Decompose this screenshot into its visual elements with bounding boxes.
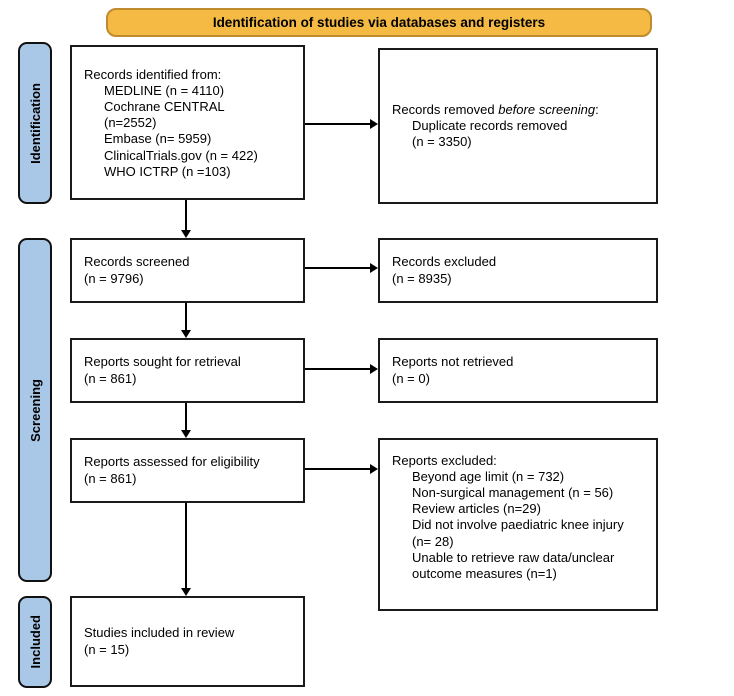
box-text-line: (n = 861) <box>84 470 137 486</box>
stage-label-included-text: Included <box>27 615 43 669</box>
box-text-line: Reports assessed for eligibility <box>84 454 260 470</box>
box-text-line: Unable to retrieve raw data/unclear <box>412 549 615 565</box>
box-text-line: Embase (n= 5959) <box>104 131 212 147</box>
arrow-down-identified-to-screened <box>181 200 191 238</box>
box-text-line: Studies included in review <box>84 625 235 641</box>
box-records-identified: Records identified from:MEDLINE (n = 411… <box>70 45 305 200</box>
box-text-line: WHO ICTRP (n =103) <box>104 163 231 179</box>
removed-heading-italic: before screening <box>498 101 596 117</box>
box-text-line: (n= 28) <box>412 533 454 549</box>
box-text-line: ClinicalTrials.gov (n = 422) <box>104 147 258 163</box>
box-text-line: (n = 0) <box>392 370 430 386</box>
box-text-line: Cochrane CENTRAL <box>104 99 225 115</box>
box-text-line: Did not involve paediatric knee injury <box>412 517 624 533</box>
stage-label-included: Included <box>18 596 52 688</box>
stage-label-identification: Identification <box>18 42 52 204</box>
removed-heading-prefix: Records removed <box>392 101 499 117</box>
arrow-down-screened-to-sought <box>181 303 191 338</box>
removed-heading-suffix: : <box>595 101 599 117</box>
box-studies-included: Studies included in review(n = 15) <box>70 596 305 687</box>
box-reports-excluded-reasons: Reports excluded:Beyond age limit (n = 7… <box>378 438 658 611</box>
box-text-line: Beyond age limit (n = 732) <box>412 469 565 485</box>
box-reports-assessed: Reports assessed for eligibility(n = 861… <box>70 438 305 503</box>
arrow-down-assessed-to-included <box>181 503 191 596</box>
box-text-line: (n = 861) <box>84 370 137 386</box>
box-text-line: Reports excluded: <box>392 453 497 468</box>
box-text-line: (n = 3350) <box>412 134 472 150</box>
removed-detail-lines: Duplicate records removed(n = 3350) <box>392 118 648 150</box>
arrow-right-assessed-to-reports-excluded <box>305 464 378 474</box>
box-text-line: Review articles (n=29) <box>412 501 541 517</box>
stage-label-screening-text: Screening <box>27 378 43 442</box>
stage-label-screening: Screening <box>18 238 52 582</box>
box-reports-sought: Reports sought for retrieval(n = 861) <box>70 338 305 403</box>
box-text-line: Duplicate records removed <box>412 117 568 133</box>
box-records-removed-before-screening: Records removed before screening: Duplic… <box>378 48 658 204</box>
box-text-line: Reports sought for retrieval <box>84 354 241 370</box>
arrow-right-sought-to-not-retrieved <box>305 364 378 374</box>
arrow-right-screened-to-excluded <box>305 263 378 273</box>
arrow-down-sought-to-assessed <box>181 403 191 438</box>
box-text-line: (n = 9796) <box>84 270 144 286</box>
box-text-line: (n = 8935) <box>392 270 452 286</box>
box-records-excluded: Records excluded(n = 8935) <box>378 238 658 303</box>
stage-label-identification-text: Identification <box>27 82 43 164</box>
banner-title: Identification of studies via databases … <box>106 8 652 37</box>
box-text-line: outcome measures (n=1) <box>412 565 557 581</box>
box-text-line: Records removed before screening: <box>392 102 648 118</box>
box-text-line: (n = 15) <box>84 641 130 657</box>
box-text-line: Records excluded <box>392 254 497 270</box>
box-text-line: Records screened <box>84 254 190 270</box>
box-text-line: Non-surgical management (n = 56) <box>412 485 614 501</box>
box-text-line: Records identified from: <box>84 67 222 82</box>
box-text-line: (n=2552) <box>104 115 157 131</box>
box-reports-not-retrieved: Reports not retrieved(n = 0) <box>378 338 658 403</box>
box-records-screened: Records screened(n = 9796) <box>70 238 305 303</box>
box-text-line: Reports not retrieved <box>392 354 514 370</box>
box-text-line: MEDLINE (n = 4110) <box>104 83 225 99</box>
arrow-right-identified-to-removed <box>305 119 378 129</box>
